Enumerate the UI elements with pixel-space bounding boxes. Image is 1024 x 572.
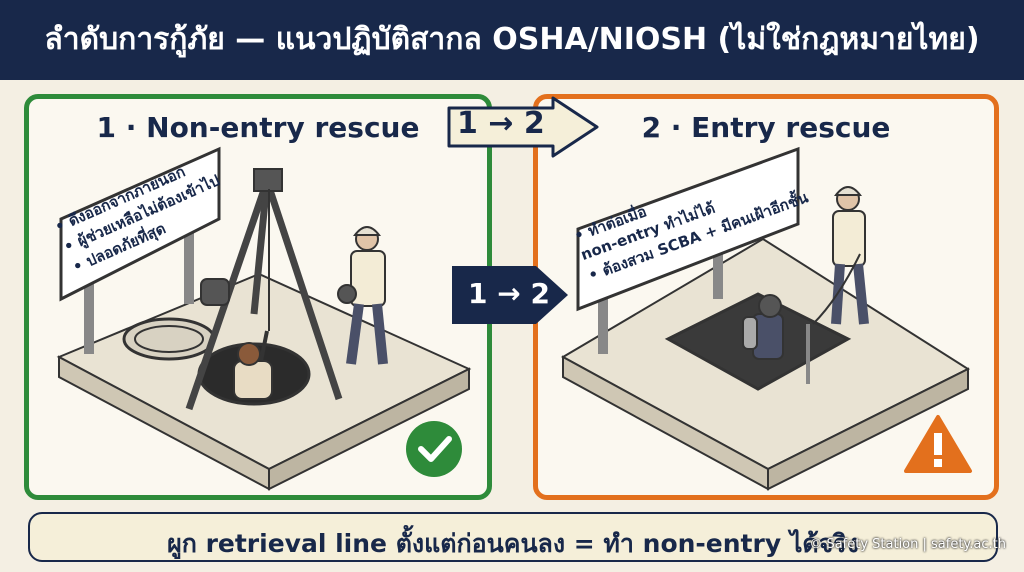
credit-text: © Safety Station | safety.ac.th [809,537,1006,552]
arrow-right-icon [447,96,599,158]
platform-front [268,367,470,491]
check-circle-icon [406,421,462,477]
sequence-label-mid: 1 → 2 [468,277,550,310]
footer-note: ผูก retrieval line ตั้งแต่ก่อนคนลง = ทำ … [28,512,998,562]
rope-reel-icon [337,284,357,304]
footer-text: ผูก retrieval line ตั้งแต่ก่อนคนลง = ทำ … [167,529,859,558]
info-sign [576,146,800,312]
scba-tank-icon [742,316,758,350]
attendant-line [812,253,861,325]
victim-figure [233,360,273,400]
non-entry-panel: • ดึงออกจากภายนอก • ผู้ช่วยเหลือไม่ต้องเ… [24,94,492,500]
page-title: ลำดับการกู้ภัย — แนวปฏิบัติสากล OSHA/NIO… [44,22,980,57]
non-entry-title: 1 · Non-entry rescue [96,111,420,144]
hard-hat-icon [352,226,382,236]
scba-mask-icon [758,294,782,318]
info-sign [59,146,221,302]
tripod-head [253,168,283,192]
victim-head [237,342,261,366]
sequence-arrow-top: 1 → 2 [447,96,599,158]
entry-panel: • ทำต่อเมื่อ non-entry ทำไม่ได้ • ต้องสว… [533,94,999,500]
rescuer-body [350,250,386,307]
non-entry-scene: • ดึงออกจากภายนอก • ผู้ช่วยเหลือไม่ต้องเ… [52,146,472,491]
hard-hat-icon [833,186,863,196]
title-banner: ลำดับการกู้ภัย — แนวปฏิบัติสากล OSHA/NIO… [0,0,1024,80]
sequence-arrow-mid: 1 → 2 [452,262,570,328]
sequence-label-top: 1 → 2 [457,106,545,141]
arrow-right-icon [452,266,568,324]
attendant-body [832,210,866,267]
entry-scene: • ทำต่อเมื่อ non-entry ทำไม่ได้ • ต้องสว… [560,146,972,491]
winch-icon [200,278,230,306]
entry-title: 2 · Entry rescue [641,111,891,144]
